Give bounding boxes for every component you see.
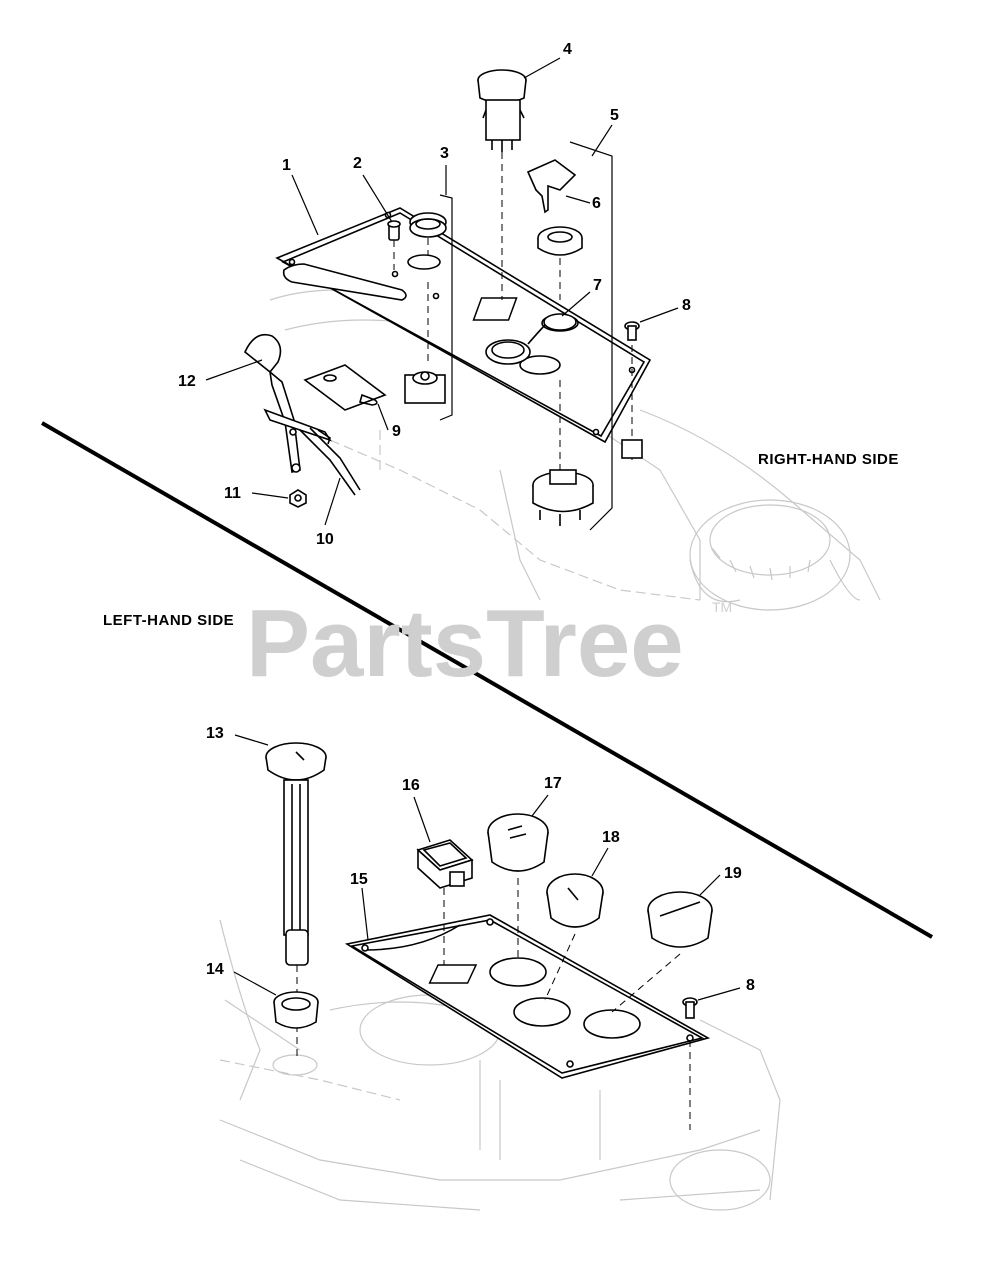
callout-17: 17 [544, 775, 562, 792]
callout-13: 13 [206, 725, 224, 742]
callout-19: 19 [724, 865, 742, 882]
bezel-part-3 [404, 194, 453, 421]
screw-part-2 [387, 220, 401, 270]
callout-12: 12 [178, 373, 196, 390]
gauge-part-18 [544, 873, 604, 1001]
watermark-text: PartsTree [246, 590, 684, 697]
callout-9: 9 [392, 423, 401, 440]
cap-part-7 [485, 313, 577, 365]
watermark-tm: TM [712, 599, 732, 615]
callout-10: 10 [316, 531, 334, 548]
hour-meter-part-16 [416, 839, 474, 965]
screw-part-8-upper [621, 321, 643, 460]
callout-leaders [205, 57, 741, 1001]
callout-8-lower: 8 [746, 977, 755, 994]
gauge-part-19 [611, 891, 713, 1013]
nut-part-11 [289, 489, 307, 508]
throttle-lever-part-12 [244, 333, 361, 496]
fuel-gauge-part-13 [265, 742, 327, 1060]
callout-8-upper: 8 [682, 297, 691, 314]
callout-3: 3 [440, 145, 449, 162]
callout-4: 4 [563, 41, 572, 58]
callout-5: 5 [610, 107, 619, 124]
right-hand-side-label: RIGHT-HAND SIDE [758, 451, 899, 468]
callout-15: 15 [350, 871, 368, 888]
callout-7: 7 [593, 277, 602, 294]
pto-switch-part-4 [477, 69, 527, 300]
callout-6: 6 [592, 195, 601, 212]
lower-background-outline [219, 919, 781, 1211]
callout-14: 14 [206, 961, 224, 978]
screw-part-8-lower [682, 997, 698, 1130]
divider-line [40, 421, 934, 939]
ignition-switch-part-5 [532, 141, 613, 531]
dash-panel-plate [275, 207, 652, 444]
callout-18: 18 [602, 829, 620, 846]
left-hand-side-label: LEFT-HAND SIDE [103, 612, 234, 629]
instrument-panel-part-15 [344, 914, 711, 1079]
bracket-part-9 [303, 364, 389, 431]
grommet-part-14 [273, 991, 319, 1029]
ignition-key-part-6 [526, 159, 583, 470]
callout-11: 11 [224, 485, 241, 502]
callout-16: 16 [402, 777, 420, 794]
gauge-part-17 [487, 813, 549, 960]
callout-2: 2 [353, 155, 362, 172]
callout-1: 1 [282, 157, 291, 174]
